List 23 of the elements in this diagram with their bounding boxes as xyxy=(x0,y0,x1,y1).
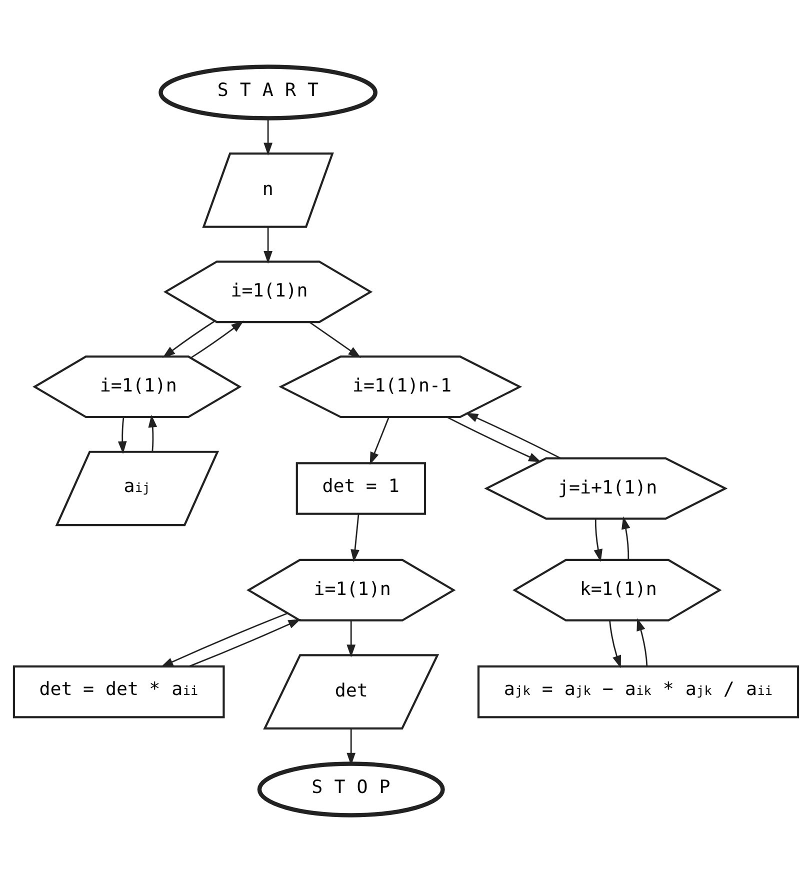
arrow xyxy=(609,620,622,668)
node-box: ajk = ajk − aik * ajk / aii xyxy=(477,664,800,718)
arrow xyxy=(190,320,244,358)
arrow xyxy=(446,416,542,462)
arrow xyxy=(465,412,562,459)
node-box: det = det * aii xyxy=(12,664,225,718)
arrow xyxy=(264,226,272,264)
node-ellipse: S T A R T xyxy=(158,64,378,120)
arrow xyxy=(370,416,390,464)
arrow xyxy=(308,320,361,358)
node-box: det = 1 xyxy=(296,462,426,514)
arrow xyxy=(346,620,356,657)
arrow xyxy=(350,513,360,562)
arrow xyxy=(594,518,603,562)
arrow xyxy=(264,118,272,155)
arrow xyxy=(622,516,630,560)
arrow xyxy=(148,414,158,452)
node-ellipse: S T O P xyxy=(257,761,445,817)
arrow xyxy=(636,618,648,666)
arrow xyxy=(118,416,127,454)
arrow xyxy=(160,612,288,667)
arrow xyxy=(162,320,216,358)
arrow xyxy=(188,618,301,667)
